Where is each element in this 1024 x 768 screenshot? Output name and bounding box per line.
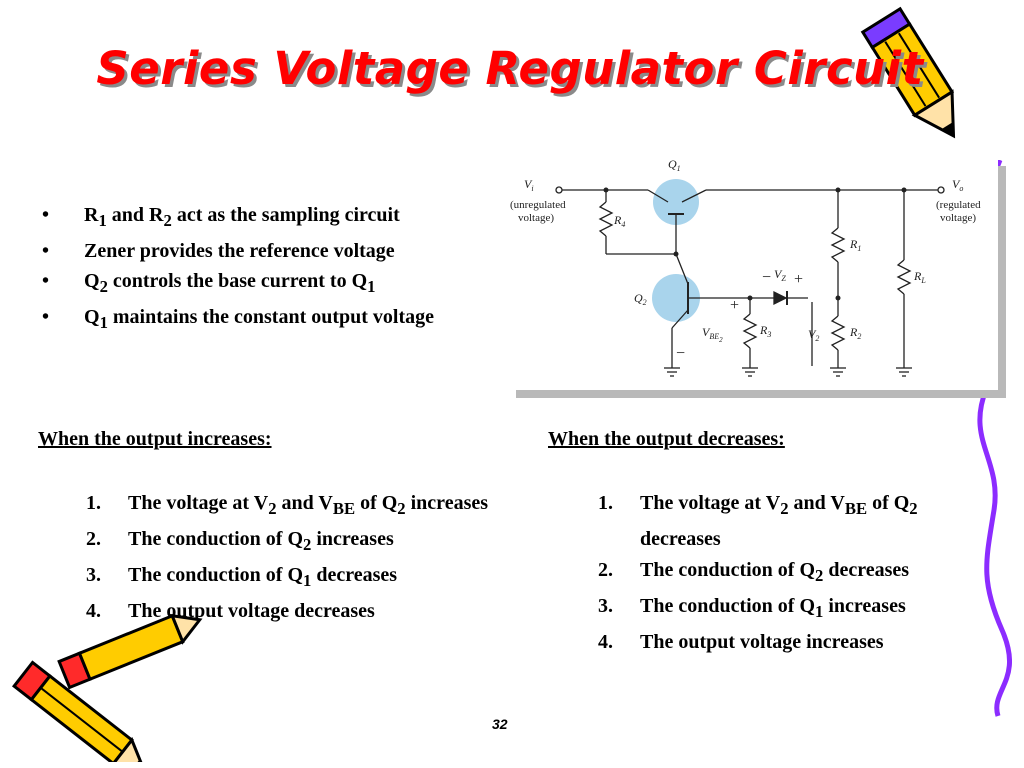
bullet-item: Zener provides the reference voltage [42, 236, 502, 266]
list-item: 2.The conduction of Q2 increases [86, 528, 394, 554]
list-item: 3.The conduction of Q1 decreases [86, 564, 398, 590]
decrease-steps: 1.The voltage at V2 and VBE of Q2 decrea… [598, 488, 998, 658]
bullet-item: R1 and R2 act as the sampling circuit [42, 200, 502, 236]
bullet-list: R1 and R2 act as the sampling circuit Ze… [42, 200, 502, 338]
vbe-plus: + [730, 297, 739, 314]
list-item: 1.The voltage at V2 and VBE of Q2 decrea… [598, 492, 918, 550]
page-number: 32 [492, 716, 508, 732]
r4-label: R4 [613, 213, 625, 229]
vo-desc-line2: voltage) [940, 212, 976, 224]
v2-label: V2 [808, 327, 819, 343]
r2-label: R2 [849, 325, 861, 341]
increase-steps: 1.The voltage at V2 and VBE of Q2 increa… [86, 488, 506, 627]
vi-label: Vi [524, 177, 534, 193]
vo-label: Vo [952, 177, 963, 193]
list-item: 4.The output voltage decreases [86, 600, 375, 622]
pencil-clipart-icon [860, 6, 956, 139]
vo-desc-line1: (regulated [936, 199, 981, 211]
vbe-minus: − [676, 345, 685, 362]
vi-desc-line2: voltage) [518, 212, 554, 224]
bullet-item: Q1 maintains the constant output voltage [42, 302, 502, 338]
list-item: 4.The output voltage increases [598, 631, 884, 653]
r3-label: R3 [759, 323, 771, 339]
circuit-diagram: Vi (unregulated voltage) Vo (regulated v… [508, 158, 998, 390]
list-item: 2.The conduction of Q2 decreases [598, 559, 910, 585]
bullet-item: Q2 controls the base current to Q1 [42, 266, 502, 302]
vz-plus: + [794, 271, 803, 288]
increase-heading: When the output increases: [38, 428, 272, 450]
vi-desc-line1: (unregulated [510, 199, 566, 211]
vbe-label: VBE2 [702, 325, 723, 344]
pencils-clipart-icon [11, 613, 203, 762]
vz-minus: − [762, 269, 771, 286]
list-item: 3.The conduction of Q1 increases [598, 595, 906, 621]
vz-label: VZ [774, 267, 786, 283]
q1-label: Q1 [668, 158, 681, 173]
decrease-heading: When the output decreases: [548, 428, 785, 450]
rl-label: RL [913, 269, 926, 285]
slide-title: Series Voltage Regulator Circuit [96, 42, 924, 95]
q2-label: Q2 [634, 291, 647, 307]
r1-label: R1 [849, 237, 861, 253]
list-item: 1.The voltage at V2 and VBE of Q2 increa… [86, 492, 489, 518]
